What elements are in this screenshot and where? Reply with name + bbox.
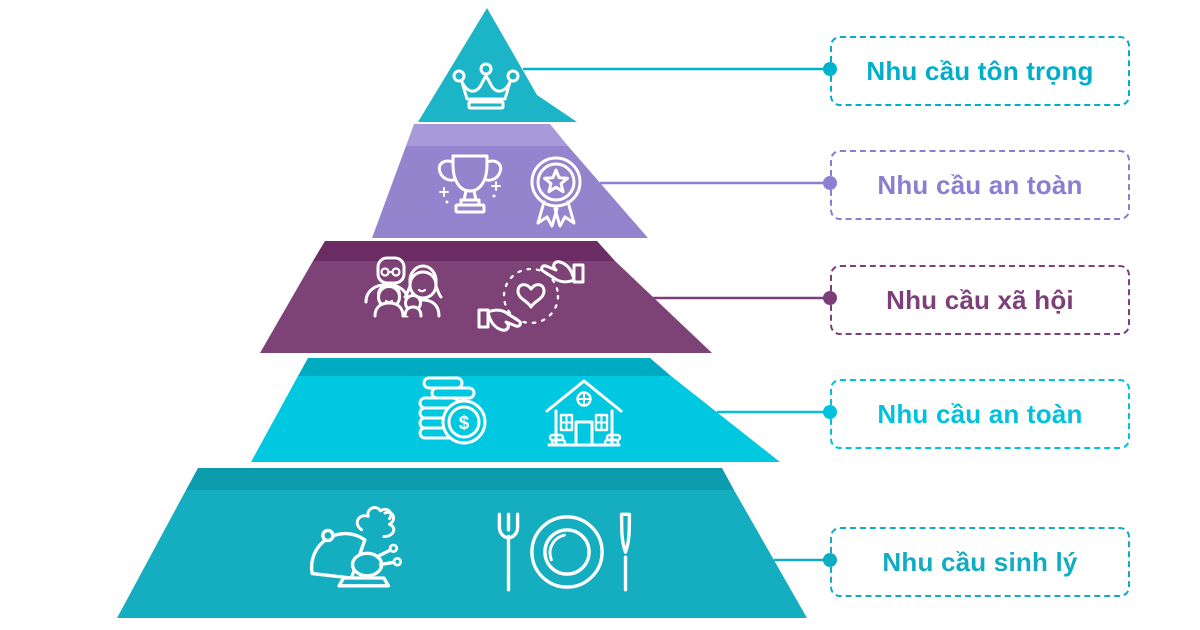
connector-dot-1 — [823, 62, 837, 76]
heart-in-hands-icon — [477, 260, 585, 332]
label-text-physiological: Nhu cầu sinh lý — [882, 546, 1078, 577]
crown-icon — [452, 62, 520, 110]
pyramid-level-3-band — [313, 241, 615, 261]
pyramid-level-2-face — [372, 146, 648, 238]
dollar-sign: $ — [459, 413, 470, 434]
pyramid-level-4-face — [251, 376, 780, 462]
medal-icon — [530, 156, 582, 228]
hand-bottom — [477, 308, 522, 332]
pyramid-level-3-face — [260, 261, 712, 353]
connector-dot-5 — [823, 553, 837, 567]
label-box-social: Nhu cầu xã hội — [830, 265, 1130, 335]
connector-dot-2 — [823, 176, 837, 190]
label-text-esteem: Nhu cầu tôn trọng — [866, 55, 1094, 86]
trophy-icon — [437, 154, 503, 214]
connector-dot-4 — [823, 405, 837, 419]
hand-top — [540, 260, 585, 284]
food-dome-icon — [309, 506, 403, 588]
pyramid-level-2-band — [406, 124, 568, 146]
pyramid-level-4-band — [298, 358, 671, 376]
family-icon — [364, 256, 443, 318]
label-box-safety-upper: Nhu cầu an toàn — [830, 150, 1130, 220]
pyramid-level-5-face — [117, 490, 807, 618]
label-text-safety-upper: Nhu cầu an toàn — [877, 169, 1083, 200]
pyramid-level-5-band — [186, 468, 734, 490]
connector-dot-3 — [823, 291, 837, 305]
pyramid-level-1-face — [418, 8, 577, 122]
label-box-esteem: Nhu cầu tôn trọng — [830, 36, 1130, 106]
label-box-safety-lower: Nhu cầu an toàn — [830, 379, 1130, 449]
plate-cutlery-icon — [497, 512, 632, 592]
label-box-physiological: Nhu cầu sinh lý — [830, 527, 1130, 597]
label-text-social: Nhu cầu xã hội — [886, 284, 1074, 315]
coins-icon: $ — [418, 376, 487, 445]
house-icon — [545, 379, 623, 447]
label-text-safety-lower: Nhu cầu an toàn — [877, 398, 1083, 429]
